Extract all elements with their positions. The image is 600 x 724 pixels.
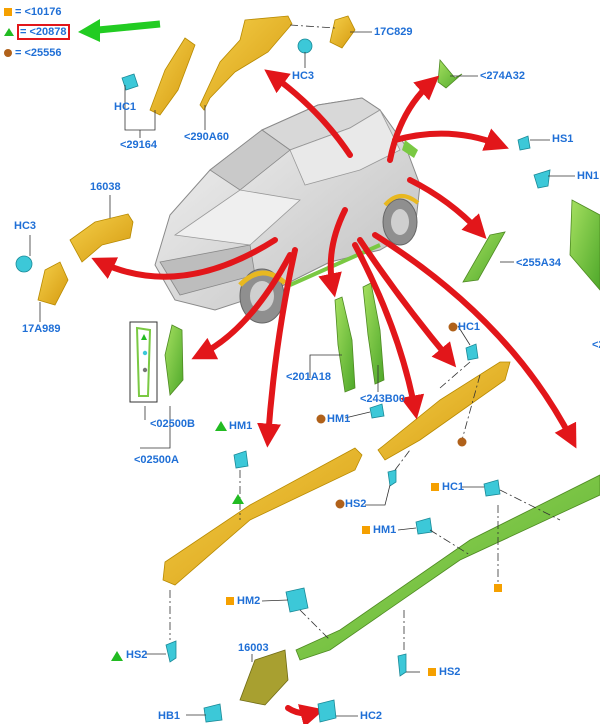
label-cut-right[interactable]: <2 [592,339,600,351]
label-hc1-top[interactable]: HC1 [114,101,137,113]
label-hc3-top[interactable]: HC3 [292,70,315,82]
part-right-edge [569,199,600,291]
label-hc3-left[interactable]: HC3 [14,220,37,232]
label-17c829[interactable]: 17C829 [374,26,413,38]
label-29164[interactable]: <29164 [120,139,158,151]
label-16003[interactable]: 16003 [238,642,269,654]
part-16003 [239,649,289,706]
label-201a18[interactable]: <201A18 [286,371,331,383]
legend-text[interactable]: = <25556 [15,47,62,59]
label-hs1[interactable]: HS1 [552,133,574,145]
legend-row-square: = <10176 [4,6,62,19]
triangle-marker-icon [4,28,14,37]
markers [111,322,502,676]
square-marker-icon [4,8,12,17]
label-02500a[interactable]: <02500A [134,454,179,466]
label-255a34[interactable]: <255A34 [516,257,561,269]
red-arrows [91,69,577,724]
legend-row-circle: = <25556 [4,47,62,60]
legend-row-triangle: = <20878 [4,24,70,40]
label-hm1-right[interactable]: HM1 [373,524,397,536]
label-hm1-left[interactable]: HM1 [229,420,253,432]
label-hs2-right[interactable]: HS2 [439,666,461,678]
label-hm2[interactable]: HM2 [237,595,261,607]
legend-pointer-arrow [78,19,161,42]
part-17c829-top [329,15,356,49]
part-29164 [149,37,196,116]
circle-marker-icon [4,49,12,58]
label-hc1-right[interactable]: HC1 [442,481,465,493]
part-rocker-left [162,447,363,586]
label-hn1[interactable]: HN1 [577,170,600,182]
part-17a989 [37,261,69,306]
label-290a60[interactable]: <290A60 [184,131,229,143]
part-rocker-right [377,361,511,461]
part-255a34 [462,231,506,283]
label-17a989[interactable]: 17A989 [22,323,61,335]
part-16038 [69,213,134,263]
assembly-lines [169,24,561,652]
label-hc1-mid[interactable]: HC1 [458,321,481,333]
part-02500b [164,324,184,396]
part-201a18 [334,296,356,393]
label-02500b[interactable]: <02500B [150,418,195,430]
part-290a60 [199,15,293,111]
part-274a32 [437,59,463,89]
leader-lines [29,31,575,717]
clips [15,38,551,723]
label-hc2[interactable]: HC2 [360,710,383,722]
label-hb1[interactable]: HB1 [158,710,181,722]
legend-text[interactable]: = <10176 [15,6,62,18]
label-16038[interactable]: 16038 [90,181,121,193]
label-hs2-left[interactable]: HS2 [126,649,148,661]
legend-text-highlighted[interactable]: = <20878 [17,24,70,40]
label-hs2-mid[interactable]: HS2 [345,498,367,510]
label-hm1-mid[interactable]: HM1 [327,413,351,425]
label-274a32[interactable]: <274A32 [480,70,525,82]
label-243b00[interactable]: <243B00 [360,393,405,405]
part-02500a-box [129,321,158,403]
